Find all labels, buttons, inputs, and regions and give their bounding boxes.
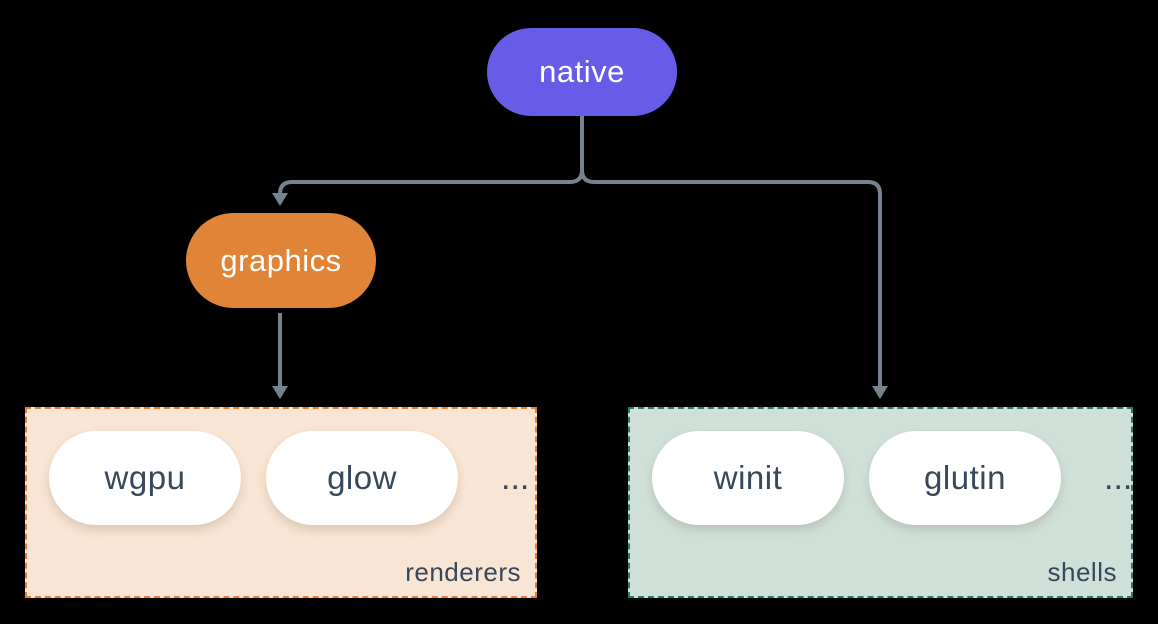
arrowhead-shells	[872, 386, 888, 399]
node-native: native	[487, 28, 677, 116]
pill-glow-label: glow	[327, 459, 397, 496]
group-renderers-items: wgpu glow ...	[27, 409, 529, 525]
renderers-ellipsis: ...	[501, 458, 530, 497]
group-shells: winit glutin ... shells	[628, 407, 1133, 598]
edge-native-to-graphics	[278, 116, 584, 195]
group-renderers: wgpu glow ... renderers	[25, 407, 537, 598]
shells-ellipsis: ...	[1104, 458, 1133, 497]
node-native-label: native	[539, 54, 625, 89]
pill-glutin-label: glutin	[924, 459, 1006, 496]
pill-winit-label: winit	[713, 459, 783, 496]
edge-native-to-shells	[580, 116, 882, 386]
group-shells-label: shells	[1047, 557, 1117, 587]
pill-winit: winit	[652, 431, 844, 525]
pill-wgpu: wgpu	[49, 431, 241, 525]
node-graphics: graphics	[186, 213, 376, 308]
pill-glutin: glutin	[869, 431, 1061, 525]
pill-glow: glow	[266, 431, 458, 525]
group-renderers-label: renderers	[405, 557, 521, 587]
node-graphics-label: graphics	[220, 242, 342, 278]
arrowhead-graphics	[272, 193, 288, 206]
group-shells-items: winit glutin ...	[630, 409, 1132, 525]
arrowhead-renderers	[272, 386, 288, 399]
pill-wgpu-label: wgpu	[104, 459, 186, 496]
